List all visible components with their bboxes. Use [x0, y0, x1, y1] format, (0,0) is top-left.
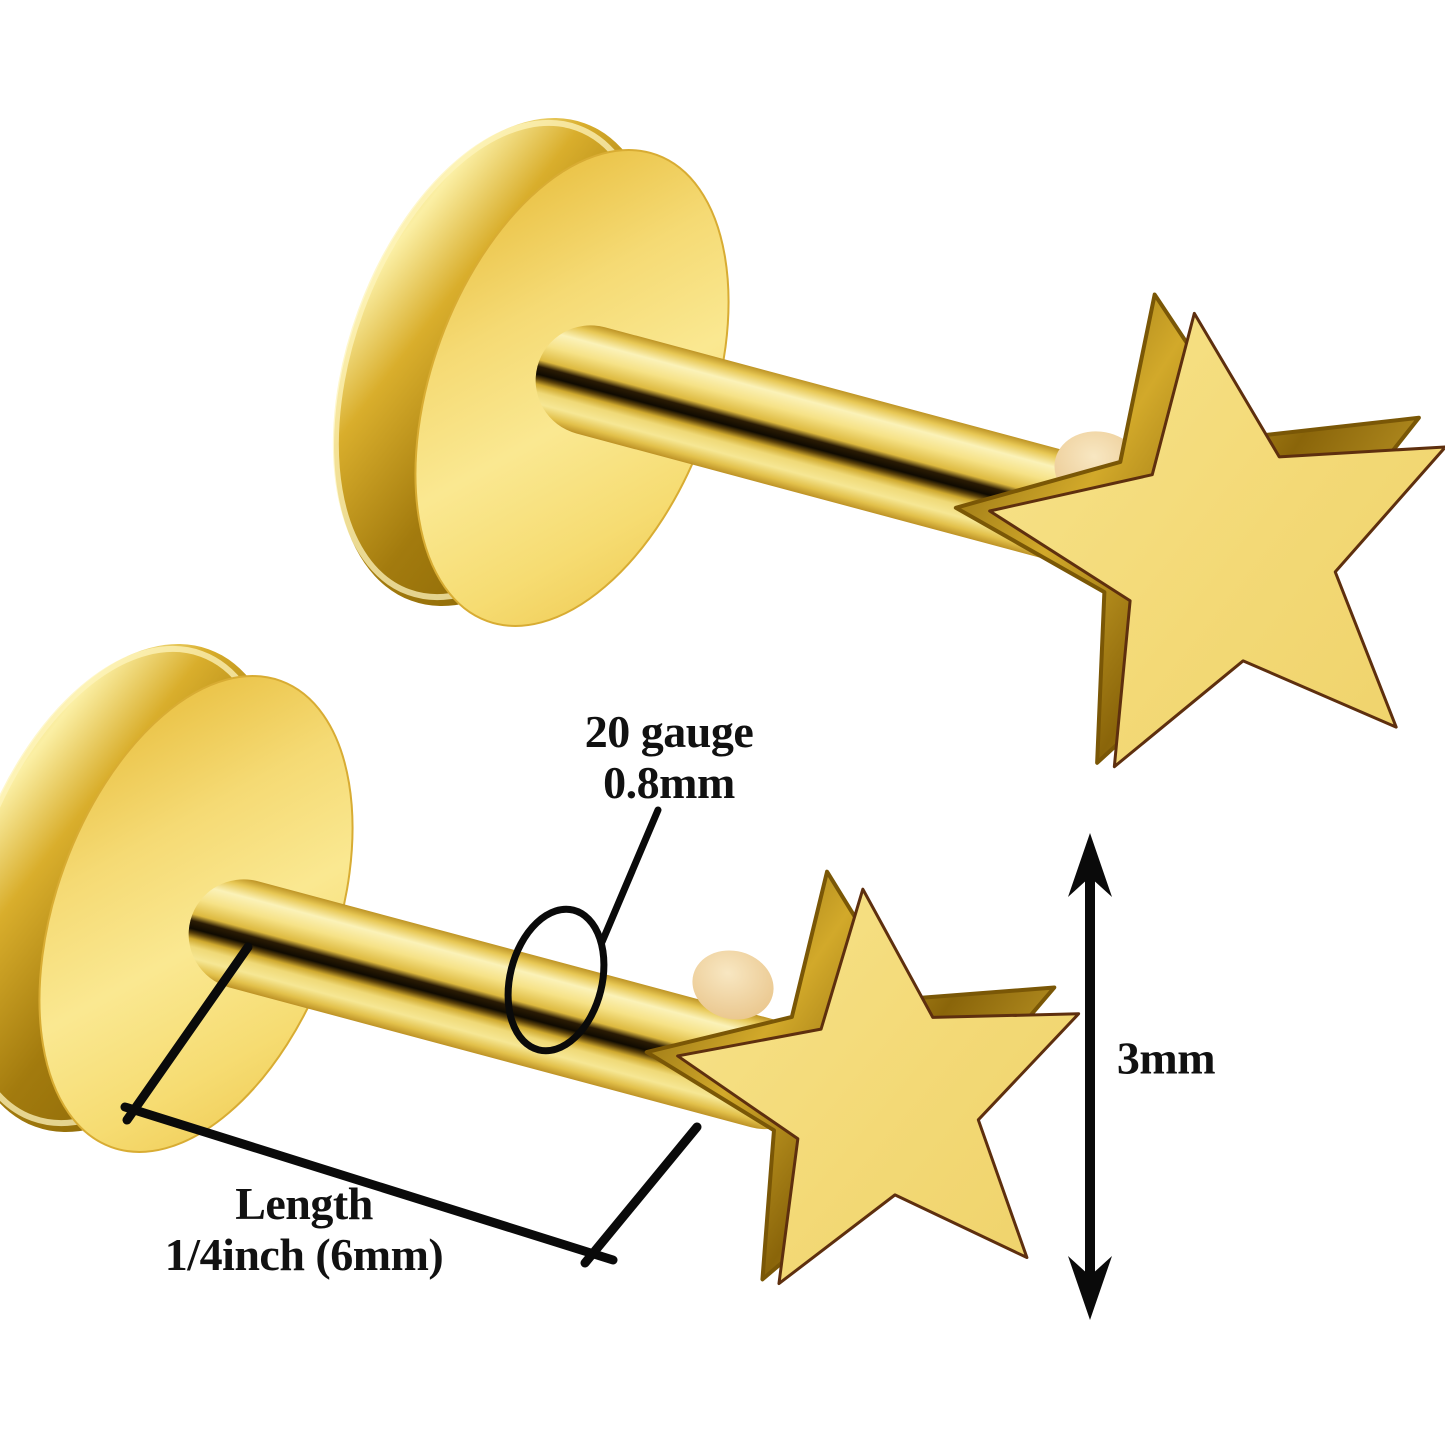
- length-label-line1: Length: [235, 1178, 373, 1229]
- length-label-line2: 1/4inch (6mm): [164, 1229, 444, 1280]
- gauge-label: 20 gauge 0.8mm: [585, 706, 754, 808]
- length-tick-right: [580, 1122, 702, 1268]
- gauge-label-line1: 20 gauge: [584, 706, 754, 757]
- gauge-label-line2: 0.8mm: [603, 757, 735, 808]
- dimension-annotations: [120, 806, 1112, 1320]
- height-arrow-head-top: [1068, 833, 1112, 897]
- bottom-star-front: [662, 868, 1103, 1292]
- gauge-leader-line: [598, 806, 662, 946]
- length-tick-left: [122, 942, 253, 1125]
- top-star-front: [966, 281, 1445, 779]
- height-label-value: 3mm: [1116, 1032, 1216, 1084]
- bottom-barbell-post: [188, 879, 821, 1130]
- height-label: 3mm: [1116, 1032, 1216, 1084]
- length-dimension-line: [120, 1102, 618, 1265]
- length-label: Length 1/4inch (6mm): [164, 1178, 444, 1280]
- gauge-ellipse-marker: [504, 905, 608, 1055]
- bottom-bar-star-joint: [692, 950, 774, 1020]
- height-arrow-head-bottom: [1068, 1256, 1112, 1320]
- top-earring: [332, 118, 1445, 780]
